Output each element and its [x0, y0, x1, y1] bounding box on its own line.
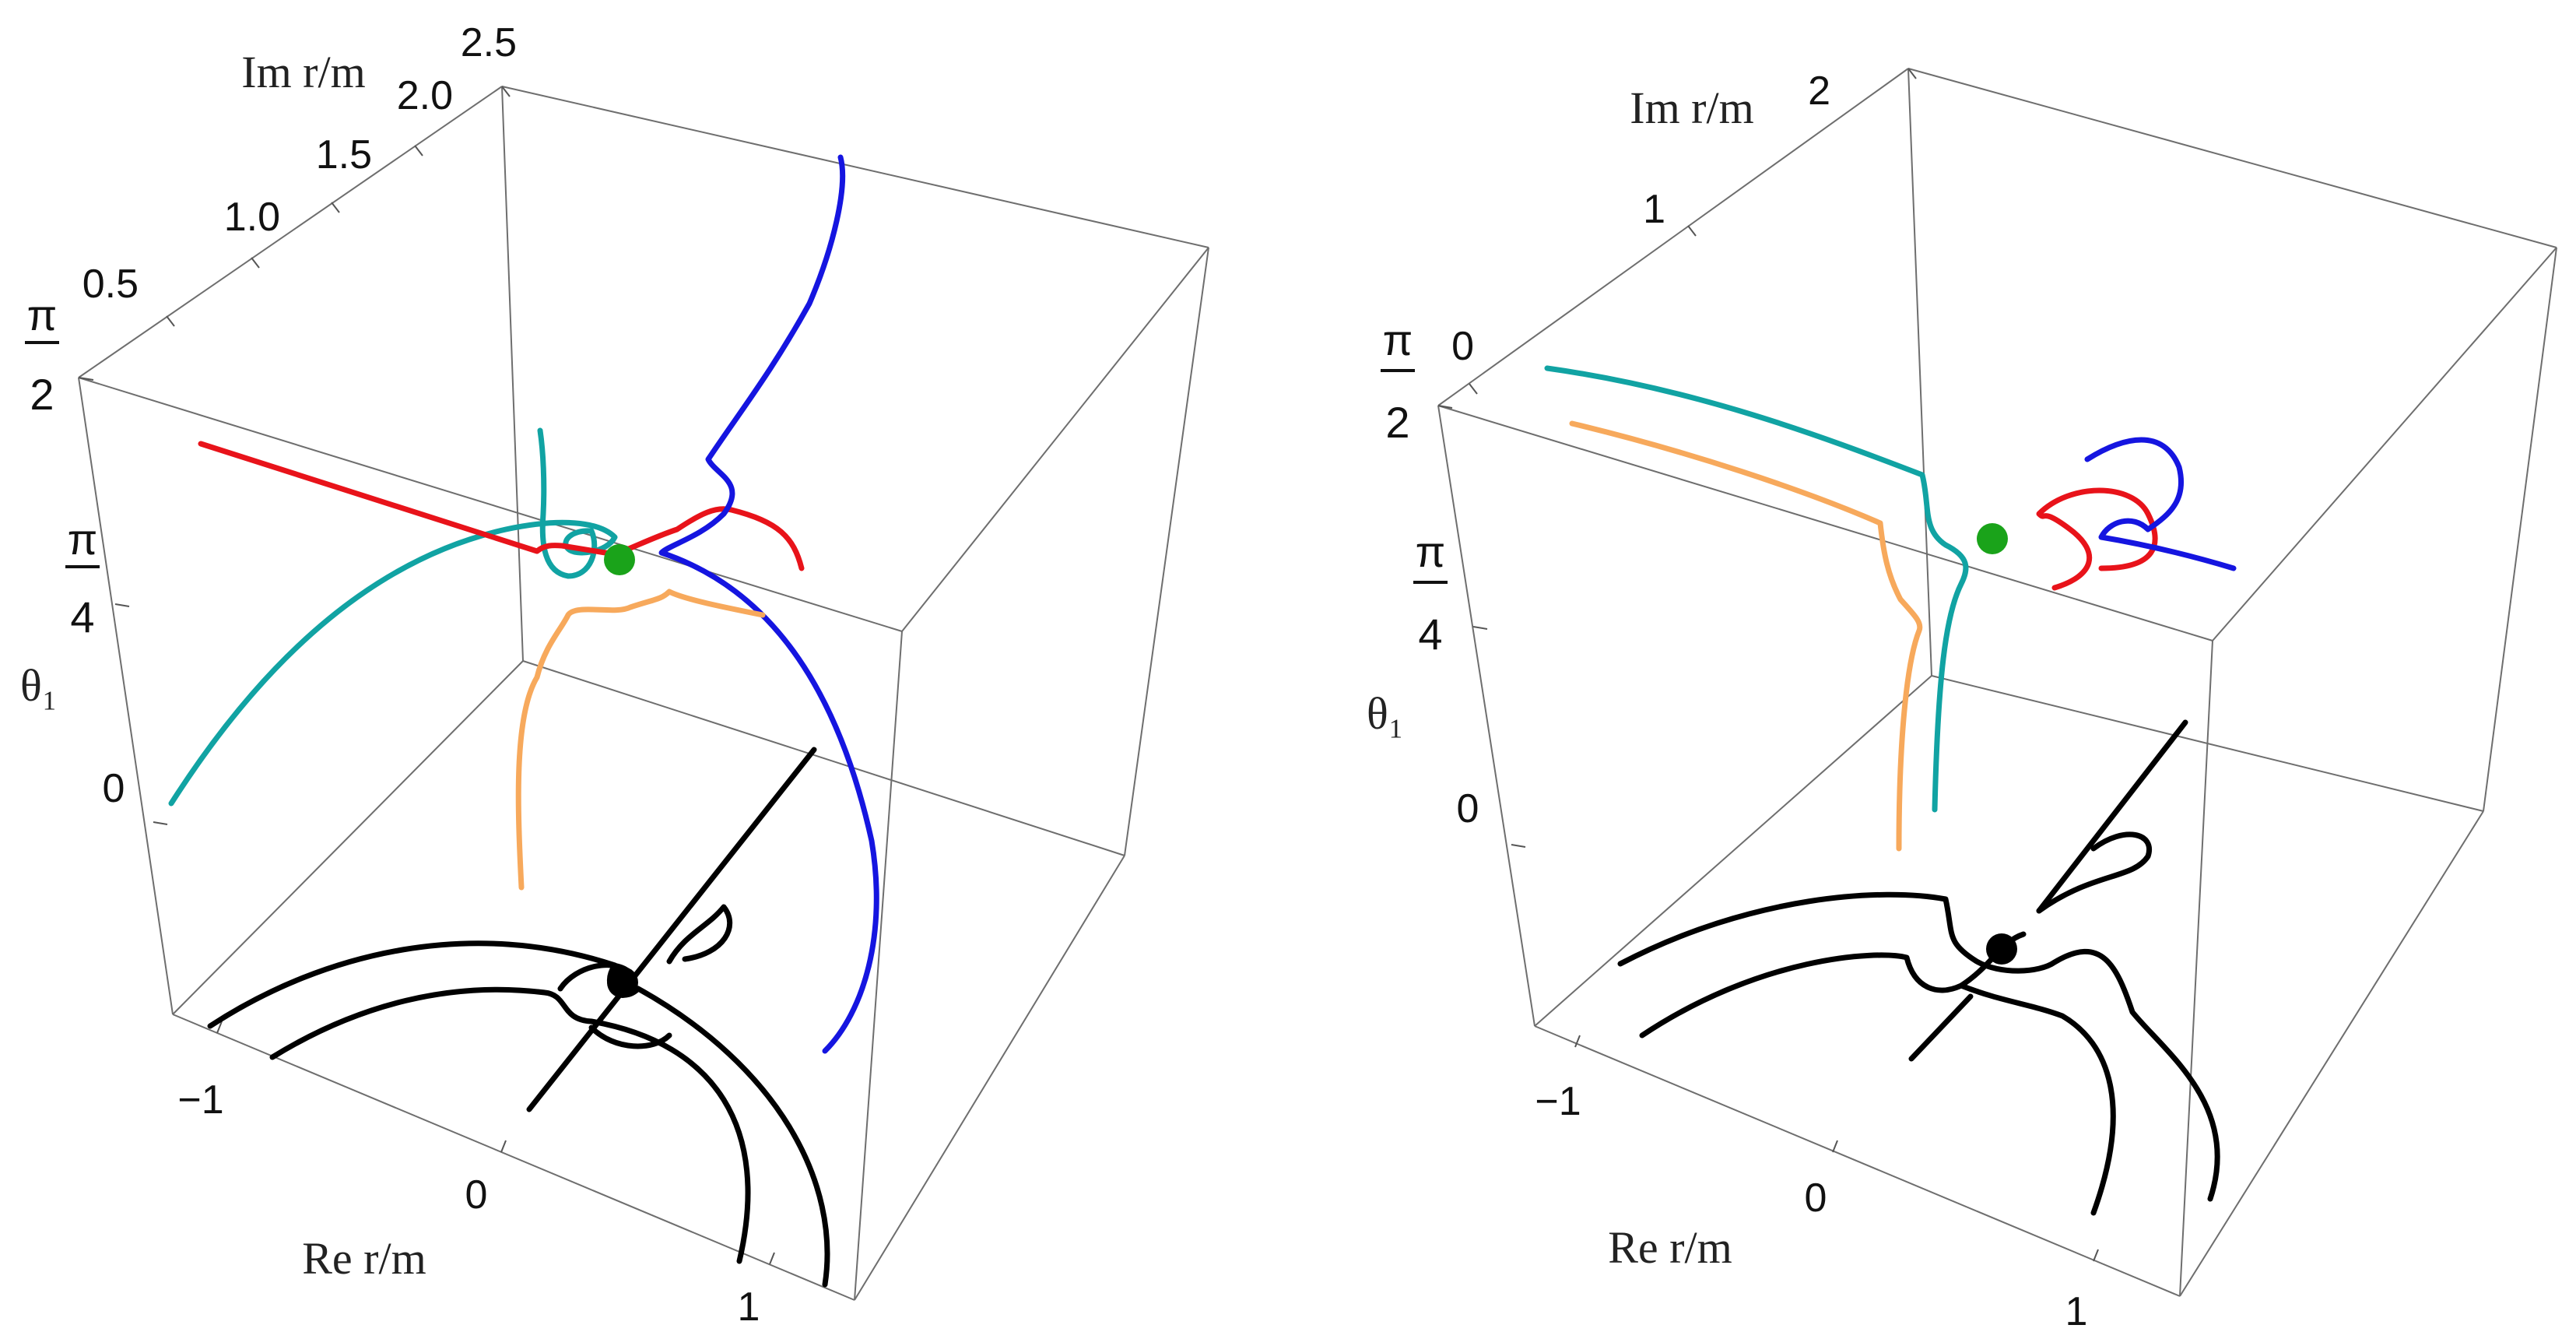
y-tick-label-1: 1 [1643, 187, 1665, 232]
curve-teal [1544, 365, 1969, 813]
curve-blue [2084, 437, 2237, 571]
x-tick-label-1: 0 [465, 1172, 488, 1218]
ticks-left [78, 86, 775, 1265]
panel-left-3d-plot: −1 0 1 0.5 1.0 1.5 2.0 2.5 π 2 π 4 0 Re … [20, 20, 1209, 1330]
x-tick-label-0: −1 [1535, 1079, 1581, 1124]
projection-line-right [2036, 719, 2188, 914]
curve-blue [658, 154, 879, 1054]
svg-text:π: π [1383, 315, 1413, 364]
x-axis-label: Re r/m [302, 1233, 426, 1284]
z-tick-label-pi-over-4: π 4 [1413, 527, 1448, 659]
ticks-right [1437, 68, 2099, 1262]
svg-text:4: 4 [1418, 610, 1442, 659]
projection-point [1986, 933, 2017, 965]
x-tick-label-2: 1 [2065, 1289, 2088, 1334]
curve-red [2036, 487, 2158, 591]
projection-curve-right-loop [666, 904, 733, 965]
x-tick-label-0: −1 [177, 1077, 223, 1123]
svg-text:π: π [68, 515, 98, 564]
projection-line-diagonal [526, 747, 817, 1112]
projection-curve-inner [1639, 952, 2116, 1216]
projection-curve-outer [1617, 891, 2220, 1202]
y-tick-label-2: 2 [1808, 69, 1830, 114]
y-tick-label-4: 2.5 [461, 20, 517, 65]
curves-right [1544, 365, 2237, 852]
tick-labels-left: −1 0 1 0.5 1.0 1.5 2.0 2.5 π 2 π 4 0 [25, 20, 760, 1330]
y-tick-label-0: 0 [1451, 324, 1474, 369]
z-tick-label-0: 0 [103, 766, 125, 811]
panel-right-3d-plot: −1 0 1 0 1 2 π 2 π 4 0 Re r/m Im r/m θ₁ [1367, 68, 2557, 1334]
z-tick-label-pi-over-2: π 2 [25, 290, 59, 419]
z-tick-label-pi-over-2: π 2 [1381, 315, 1415, 447]
x-tick-label-2: 1 [738, 1285, 760, 1330]
floor-projection-left [207, 747, 830, 1288]
x-tick-label-1: 0 [1805, 1176, 1827, 1221]
svg-text:2: 2 [30, 370, 54, 419]
bounding-box-right [1437, 68, 2557, 1297]
y-axis-label: Im r/m [241, 47, 365, 97]
x-axis-label: Re r/m [1608, 1222, 1732, 1273]
floor-projection-right [1617, 719, 2220, 1216]
z-axis-label: θ₁ [20, 660, 58, 711]
y-tick-label-3: 2.0 [397, 73, 453, 118]
y-axis-label: Im r/m [1630, 83, 1753, 133]
svg-text:2: 2 [1385, 398, 1409, 447]
svg-text:π: π [1416, 527, 1446, 576]
svg-text:π: π [27, 290, 58, 339]
curve-red [198, 441, 805, 571]
projection-curve-lower-bump [588, 1024, 672, 1049]
curves-left [168, 154, 879, 1054]
z-tick-label-0: 0 [1457, 786, 1479, 831]
projection-point [607, 967, 638, 998]
tick-labels-right: −1 0 1 0 1 2 π 2 π 4 0 [1381, 69, 2087, 1334]
y-tick-label-0: 0.5 [82, 262, 139, 307]
z-tick-label-pi-over-4: π 4 [65, 515, 100, 641]
bounding-box-left [78, 86, 1209, 1301]
y-tick-label-2: 1.5 [316, 132, 372, 177]
curve-orange [515, 589, 766, 891]
projection-curve-right-lobe [2036, 831, 2152, 914]
curve-orange [1569, 420, 1923, 852]
critical-point-green [1977, 523, 2008, 554]
z-axis-label: θ₁ [1367, 688, 1404, 739]
curve-teal [168, 427, 618, 807]
svg-text:4: 4 [70, 592, 94, 641]
projection-line-left [1908, 993, 1974, 1062]
projection-curve-inner [269, 986, 751, 1264]
critical-point-green [604, 544, 635, 575]
y-tick-label-1: 1.0 [224, 195, 280, 240]
